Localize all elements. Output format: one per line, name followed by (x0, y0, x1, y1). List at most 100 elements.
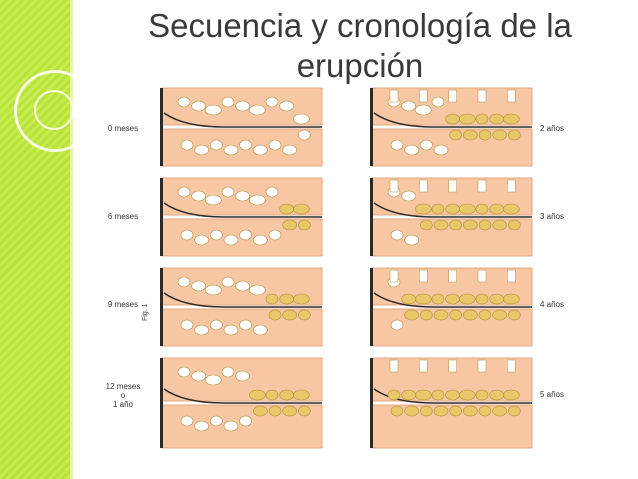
permanent-tooth-germ (507, 269, 516, 283)
upper-tooth (431, 96, 445, 108)
age-label-5-anos: 5 años (539, 390, 565, 399)
upper-tooth (293, 203, 310, 215)
upper-tooth (431, 389, 445, 401)
upper-tooth (293, 113, 310, 125)
upper-tooth (445, 389, 460, 401)
dentition-panel-12-meses (160, 357, 323, 449)
figure-side-text: Fig. 1 (142, 303, 149, 321)
upper-tooth (489, 293, 504, 305)
upper-tooth (503, 113, 520, 125)
lower-tooth (390, 229, 404, 241)
permanent-tooth-germ (419, 89, 428, 103)
upper-tooth (177, 366, 191, 378)
upper-tooth (191, 280, 206, 292)
upper-tooth (431, 293, 445, 305)
upper-tooth (475, 293, 489, 305)
upper-tooth (279, 389, 294, 401)
occlusal-curve (373, 388, 532, 404)
upper-tooth (459, 113, 476, 125)
age-label-12-meses: 12 meses o 1 año (98, 382, 148, 409)
lower-tooth (390, 319, 404, 331)
upper-tooth (221, 96, 235, 108)
upper-tooth (191, 100, 206, 112)
lower-tooth (478, 219, 492, 231)
age-label-4-anos: 4 años (539, 300, 565, 309)
lower-tooth (433, 309, 449, 321)
upper-tooth (401, 293, 416, 305)
upper-tooth (279, 100, 294, 112)
lower-tooth (433, 405, 449, 417)
lower-tooth (239, 229, 252, 241)
upper-tooth (265, 186, 279, 198)
lower-tooth (194, 324, 209, 336)
lower-tooth (223, 420, 239, 432)
upper-tooth (489, 389, 504, 401)
upper-tooth (249, 284, 266, 296)
lower-tooth (433, 144, 449, 156)
lower-tooth (298, 405, 311, 417)
permanent-tooth-germ (389, 269, 399, 283)
upper-tooth (459, 203, 476, 215)
occlusal-curve (373, 292, 532, 308)
lower-tooth (268, 139, 282, 151)
permanent-tooth-germ (389, 179, 399, 193)
upper-tooth (503, 389, 520, 401)
age-label-12-meses-line2: o (120, 391, 126, 400)
upper-tooth (235, 190, 250, 202)
lower-tooth (253, 144, 268, 156)
permanent-tooth-germ (477, 179, 487, 193)
age-label-2-anos: 2 años (539, 124, 565, 133)
lower-tooth (449, 219, 462, 231)
upper-tooth (431, 203, 445, 215)
upper-tooth (191, 370, 206, 382)
lower-tooth (223, 144, 239, 156)
permanent-tooth-germ (477, 89, 487, 103)
upper-tooth (205, 374, 222, 386)
lower-tooth (210, 229, 223, 241)
permanent-tooth-germ (419, 269, 428, 283)
upper-tooth (235, 370, 250, 382)
permanent-tooth-germ (448, 269, 457, 283)
lower-tooth (180, 229, 194, 241)
lower-tooth (239, 139, 252, 151)
lower-tooth (433, 219, 449, 231)
occlusal-curve (163, 388, 322, 404)
upper-tooth (293, 389, 310, 401)
lower-tooth (449, 405, 462, 417)
occlusal-curve (373, 112, 532, 128)
lower-tooth (478, 405, 492, 417)
age-label-12-meses-line1: 12 meses (105, 382, 141, 391)
upper-tooth (401, 190, 416, 202)
lower-tooth (253, 405, 268, 417)
upper-tooth (191, 190, 206, 202)
occlusal-curve (163, 292, 322, 308)
lower-tooth (492, 219, 507, 231)
slide-title-line-2: erupción (296, 47, 424, 84)
jaw-edge (370, 178, 373, 256)
permanent-tooth-germ (507, 179, 516, 193)
lower-tooth (463, 129, 478, 141)
upper-tooth (265, 293, 279, 305)
tooth-eruption-figure: 0 meses 6 meses 9 meses 12 meses o 1 año… (98, 86, 564, 471)
lower-tooth (282, 219, 297, 231)
lower-tooth (194, 144, 209, 156)
upper-tooth (459, 389, 476, 401)
lower-tooth (390, 139, 404, 151)
jaw-edge (160, 178, 163, 256)
upper-tooth (235, 100, 250, 112)
age-label-12-meses-line3: 1 año (112, 400, 134, 409)
lower-tooth (478, 309, 492, 321)
lower-tooth (449, 309, 462, 321)
lower-tooth (180, 415, 194, 427)
permanent-tooth-germ (448, 89, 457, 103)
upper-tooth (205, 284, 222, 296)
upper-tooth (235, 280, 250, 292)
occlusal-curve (373, 202, 532, 218)
lower-tooth (420, 405, 433, 417)
lower-tooth (508, 129, 521, 141)
dentition-panel-9-meses (160, 267, 323, 347)
permanent-tooth-germ (448, 179, 457, 193)
lower-tooth (390, 405, 404, 417)
slide-title-line-1: Secuencia y cronología de la (148, 7, 572, 44)
upper-tooth (177, 96, 191, 108)
